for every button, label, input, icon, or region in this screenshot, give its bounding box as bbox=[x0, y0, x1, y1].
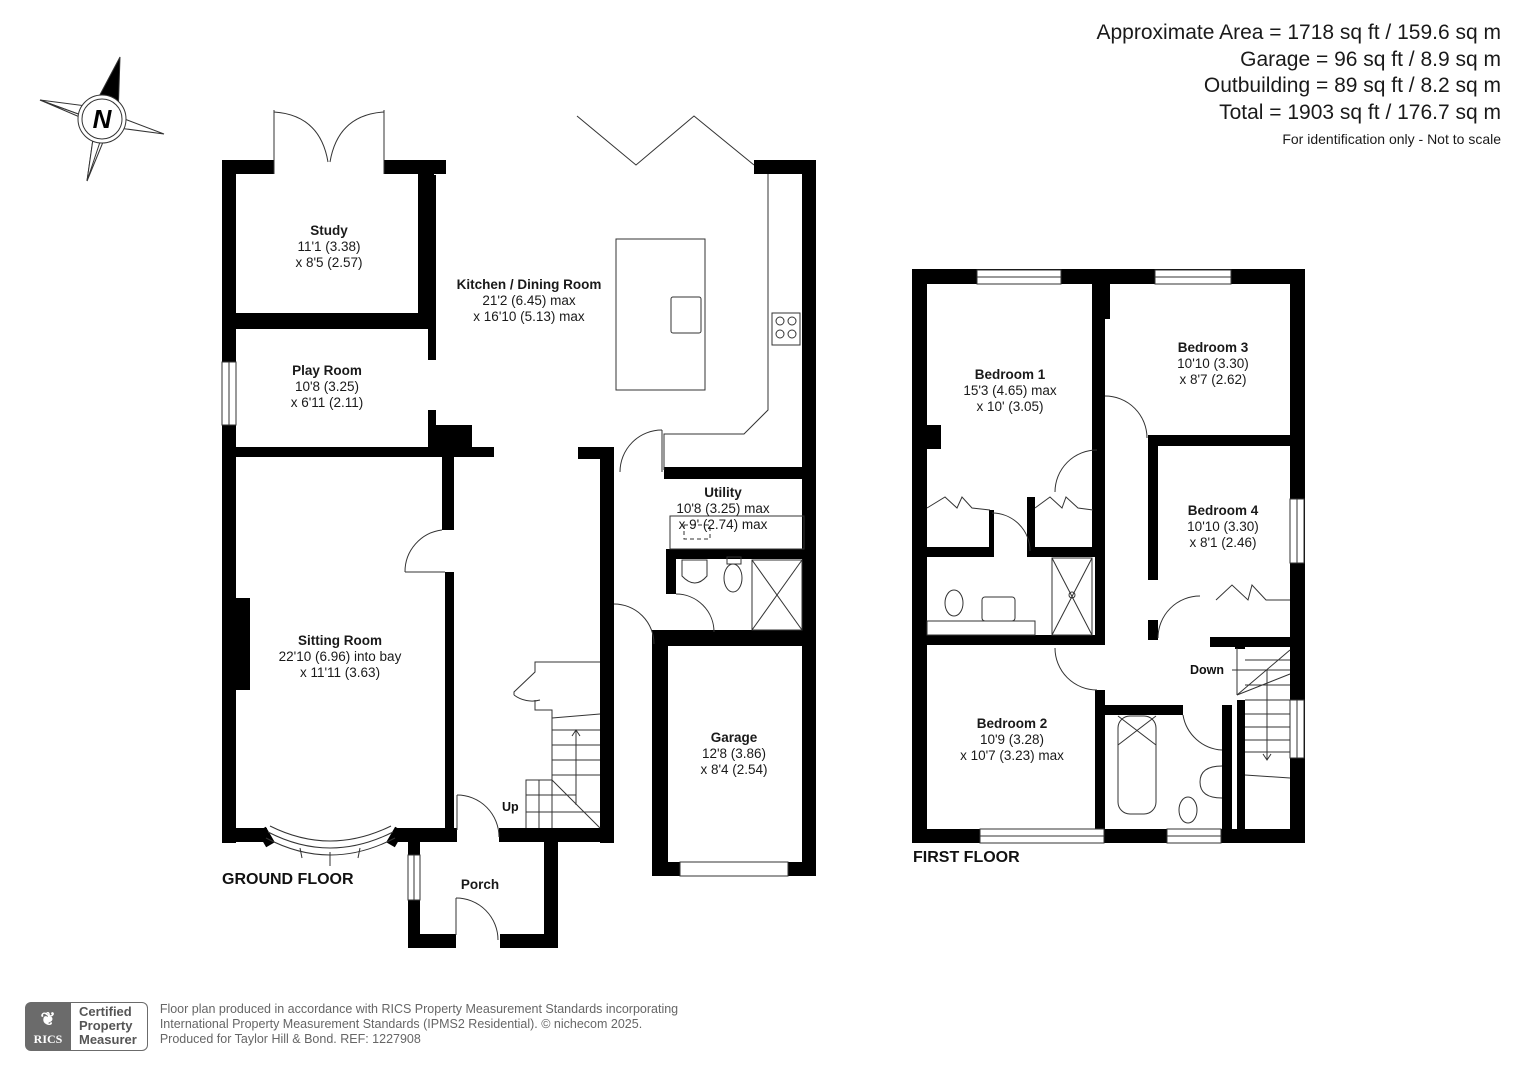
rics-logo-text: RICS bbox=[33, 1032, 63, 1046]
area-garage: Garage = 96 sq ft / 8.9 sq m bbox=[1240, 47, 1501, 71]
badge-line-2: Property bbox=[79, 1018, 133, 1033]
kitchen-dim2: x 16'10 (5.13) max bbox=[473, 309, 585, 324]
utility-dim2: x 9' (2.74) max bbox=[679, 517, 768, 532]
ground-floor-details bbox=[221, 110, 805, 941]
bedroom2-dim2: x 10'7 (3.23) max bbox=[960, 748, 1064, 763]
play-room-dim2: x 6'11 (2.11) bbox=[291, 395, 364, 410]
rics-logo: ❦ RICS bbox=[25, 1002, 71, 1051]
study-dim2: x 8'5 (2.57) bbox=[295, 255, 362, 270]
ground-floor-labels: Study 11'1 (3.38) x 8'5 (2.57) Play Room… bbox=[222, 223, 770, 892]
bedroom1-dim1: 15'3 (4.65) max bbox=[963, 383, 1057, 398]
sitting-room-dim2: x 11'11 (3.63) bbox=[300, 665, 380, 680]
north-arrow-compass-icon: N bbox=[39, 56, 165, 182]
utility-dim1: 10'8 (3.25) max bbox=[676, 501, 770, 516]
utility-name: Utility bbox=[704, 485, 742, 500]
bedroom3-dim2: x 8'7 (2.62) bbox=[1179, 372, 1246, 387]
badge-line-1: Certified bbox=[79, 1004, 132, 1019]
badge-line-3: Measurer bbox=[79, 1032, 137, 1047]
bedroom3-name: Bedroom 3 bbox=[1178, 340, 1249, 355]
area-total: Total = 1903 sq ft / 176.7 sq m bbox=[1219, 100, 1501, 124]
porch-name: Porch bbox=[461, 877, 499, 892]
first-floor-title: FIRST FLOOR bbox=[913, 849, 1020, 866]
footer-line-3: Produced for Taylor Hill & Bond. REF: 12… bbox=[159, 1032, 421, 1046]
bedroom4-dim1: 10'10 (3.30) bbox=[1187, 519, 1259, 534]
footer-line-1: Floor plan produced in accordance with R… bbox=[159, 1002, 679, 1016]
study-name: Study bbox=[310, 223, 348, 238]
stairs-up-label: Up bbox=[502, 800, 519, 814]
bedroom3-dim1: 10'10 (3.30) bbox=[1177, 356, 1249, 371]
first-floor-details bbox=[926, 269, 1305, 844]
garage-dim2: x 8'4 (2.54) bbox=[700, 762, 767, 777]
play-room-name: Play Room bbox=[292, 363, 362, 378]
footer-disclaimer: Floor plan produced in accordance with R… bbox=[160, 1002, 678, 1047]
area-outbuilding: Outbuilding = 89 sq ft / 8.2 sq m bbox=[1203, 74, 1501, 97]
sitting-room-name: Sitting Room bbox=[298, 633, 382, 648]
bedroom4-dim2: x 8'1 (2.46) bbox=[1189, 535, 1256, 550]
compass-letter: N bbox=[93, 104, 113, 134]
bedroom2-dim1: 10'9 (3.28) bbox=[980, 732, 1044, 747]
footer-line-2: International Property Measurement Stand… bbox=[159, 1017, 643, 1031]
study-dim1: 11'1 (3.38) bbox=[297, 239, 360, 254]
bedroom4-name: Bedroom 4 bbox=[1188, 503, 1259, 518]
bedroom2-name: Bedroom 2 bbox=[977, 716, 1048, 731]
first-floor-labels: Bedroom 1 15'3 (4.65) max x 10' (3.05) B… bbox=[913, 340, 1259, 866]
ground-floor-title: GROUND FLOOR bbox=[222, 871, 354, 888]
area-approximate: Approximate Area = 1718 sq ft / 159.6 sq… bbox=[1096, 21, 1502, 44]
area-summary: Approximate Area = 1718 sq ft / 159.6 sq… bbox=[1097, 20, 1502, 147]
kitchen-dim1: 21'2 (6.45) max bbox=[482, 293, 576, 308]
garage-dim1: 12'8 (3.86) bbox=[702, 746, 766, 761]
scale-disclaimer: For identification only - Not to scale bbox=[1282, 131, 1501, 147]
stairs-down-label: Down bbox=[1190, 663, 1224, 677]
bedroom1-name: Bedroom 1 bbox=[975, 367, 1046, 382]
bedroom1-dim2: x 10' (3.05) bbox=[976, 399, 1043, 414]
garage-name: Garage bbox=[711, 730, 758, 745]
play-room-dim1: 10'8 (3.25) bbox=[295, 379, 359, 394]
certified-measurer-badge: Certified Property Measurer bbox=[71, 1002, 148, 1051]
rics-crest-icon: ❦ bbox=[40, 1009, 56, 1029]
footer: ❦ RICS Certified Property Measurer Floor… bbox=[25, 1002, 678, 1051]
kitchen-name: Kitchen / Dining Room bbox=[457, 277, 602, 292]
sitting-room-dim1: 22'10 (6.96) into bay bbox=[279, 649, 402, 664]
